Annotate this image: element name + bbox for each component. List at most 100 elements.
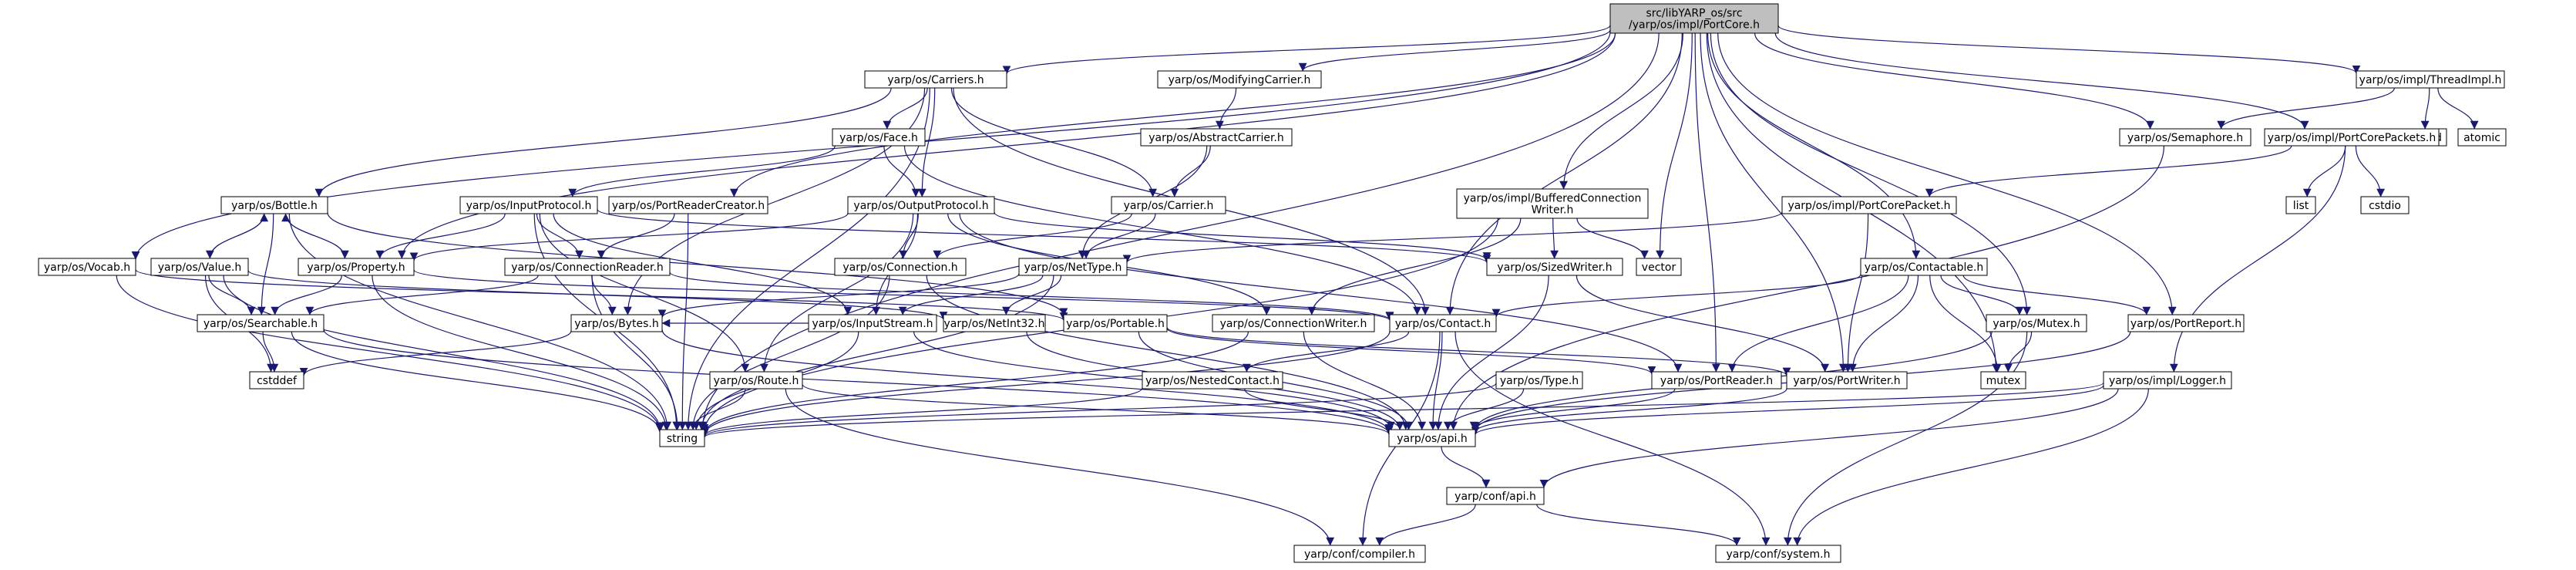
node-mutexh[interactable]: yarp/os/Mutex.h [1986,314,2087,332]
edge-contact-to-nestedcontact [1243,331,1410,373]
edge-face-to-inputprotocol [568,145,836,197]
node-prcreator[interactable]: yarp/os/PortReaderCreator.h [608,196,768,214]
node-connwriter[interactable]: yarp/os/ConnectionWriter.h [1212,314,1375,332]
node-box [298,258,415,276]
node-list: list [2285,196,2316,214]
node-label: yarp/os/Semaphore.h [2127,132,2243,144]
node-route[interactable]: yarp/os/Route.h [709,371,803,390]
node-inputprotocol[interactable]: yarp/os/InputProtocol.h [459,196,598,214]
edge-pcpackets-to-pcpacket [1925,145,2292,197]
node-face[interactable]: yarp/os/Face.h [832,128,926,147]
node-label: yarp/os/Face.h [839,132,918,144]
edge-carrier-to-nettype [1081,213,1156,259]
node-searchable[interactable]: yarp/os/Searchable.h [197,314,325,332]
node-pcpacket[interactable]: yarp/os/impl/PortCorePacket.h [1781,196,1957,214]
node-abscarrier[interactable]: yarp/os/AbstractCarrier.h [1140,128,1293,147]
edge-property-to-string [372,275,671,430]
node-label: yarp/os/OutputProtocol.h [853,200,988,212]
node-contactable[interactable]: yarp/os/Contactable.h [1860,258,1988,276]
edge-logger-to-string [701,382,2104,438]
node-label: list [2293,200,2309,212]
node-confapi[interactable]: yarp/conf/api.h [1446,487,1545,505]
node-label: Writer.h [1532,204,1574,217]
edge-portcore-to-threadimpl [1777,25,2361,74]
edge-portcore-to-string [698,32,1660,430]
node-nettype[interactable]: yarp/os/NetType.h [1018,258,1128,276]
node-box [608,196,768,214]
node-threadimpl[interactable]: yarp/os/impl/ThreadImpl.h [2356,70,2505,89]
node-sizedwriter[interactable]: yarp/os/SizedWriter.h [1486,258,1623,276]
node-portcore[interactable]: src/libYARP_os/src/yarp/os/impl/PortCore… [1609,3,1779,34]
node-connection[interactable]: yarp/os/Connection.h [834,258,967,276]
node-box [1389,314,1497,332]
node-box [1495,371,1583,390]
node-mutex: mutex [1980,371,2026,390]
node-box [1986,314,2087,332]
node-label: yarp/os/NestedContact.h [1145,375,1280,387]
edge-connection-to-string [688,275,890,430]
node-portreader[interactable]: yarp/os/PortReader.h [1651,371,1782,390]
edge-pcpacket-to-portwriter [1844,213,1869,373]
node-connreader[interactable]: yarp/os/ConnectionReader.h [504,258,671,276]
edge-contactable-to-mutexh [1940,275,2024,315]
node-nestedcontact[interactable]: yarp/os/NestedContact.h [1142,371,1283,390]
node-label: yarp/os/Portable.h [1066,318,1165,330]
node-portwriter[interactable]: yarp/os/PortWriter.h [1786,371,1908,390]
node-box [832,128,926,147]
edge-value-to-netint32 [247,269,948,320]
node-label: yarp/os/Searchable.h [203,318,318,330]
edge-mutexh-to-system [1783,331,2028,546]
node-box [1293,545,1426,563]
node-label: yarp/os/impl/Logger.h [2109,375,2226,387]
node-modcarrier[interactable]: yarp/os/ModifyingCarrier.h [1157,70,1322,89]
node-box [864,70,1007,89]
node-system[interactable]: yarp/conf/system.h [1715,545,1841,563]
node-portable[interactable]: yarp/os/Portable.h [1063,314,1168,332]
edge-nestedcontact-to-api [1244,388,1404,430]
node-api[interactable]: yarp/os/api.h [1388,429,1476,447]
node-typeh[interactable]: yarp/os/Type.h [1495,371,1583,390]
edge-outputprotocol-to-connection [899,213,919,259]
node-netint32[interactable]: yarp/os/NetInt32.h [943,314,1046,332]
node-vocab[interactable]: yarp/os/Vocab.h [38,258,136,276]
node-box [847,196,995,214]
edge-contactable-to-mutex [1929,275,2002,373]
edge-threadimpl-to-thread [2420,87,2430,130]
node-box [1980,371,2026,390]
node-bytes[interactable]: yarp/os/Bytes.h [570,314,663,332]
edge-portcore-to-vector [1656,32,1693,259]
node-box [38,258,136,276]
node-contact[interactable]: yarp/os/Contact.h [1389,314,1497,332]
node-box [2103,371,2232,390]
node-portreport[interactable]: yarp/os/PortReport.h [2127,314,2245,332]
node-box [1651,371,1782,390]
node-carriers[interactable]: yarp/os/Carriers.h [864,70,1007,89]
node-label: cstdio [2369,200,2401,212]
node-label: mutex [1986,375,2021,387]
node-outputprotocol[interactable]: yarp/os/OutputProtocol.h [847,196,995,214]
node-compiler[interactable]: yarp/conf/compiler.h [1293,545,1426,563]
node-label: yarp/os/Contactable.h [1865,261,1984,274]
node-inputstream[interactable]: yarp/os/InputStream.h [808,314,937,332]
node-value[interactable]: yarp/os/Value.h [150,258,249,276]
node-box [2119,128,2251,147]
node-label: yarp/os/NetInt32.h [943,318,1044,330]
node-logger[interactable]: yarp/os/impl/Logger.h [2103,371,2232,390]
node-label: yarp/os/Type.h [1500,375,1579,387]
node-label: yarp/os/Carrier.h [1124,200,1214,212]
edge-contactable-to-portwriter [1848,275,1919,373]
edge-threadimpl-to-atomic [2437,87,2479,130]
edge-carriers-to-carrier [950,87,1157,197]
node-semaphore[interactable]: yarp/os/Semaphore.h [2119,128,2251,147]
node-label: vector [1642,261,1676,274]
node-pcpackets[interactable]: yarp/os/impl/PortCorePackets.h [2264,128,2440,147]
edge-portcore-to-contactable [1707,32,1921,259]
edge-carriers-to-face [883,87,928,130]
node-property[interactable]: yarp/os/Property.h [298,258,415,276]
node-carrier[interactable]: yarp/os/Carrier.h [1111,196,1226,214]
edge-searchable-to-api [323,329,1394,435]
edge-confapi-to-compiler [1375,504,1476,546]
node-bottle[interactable]: yarp/os/Bottle.h [220,196,328,214]
node-label: yarp/os/PortReader.h [1660,375,1773,387]
